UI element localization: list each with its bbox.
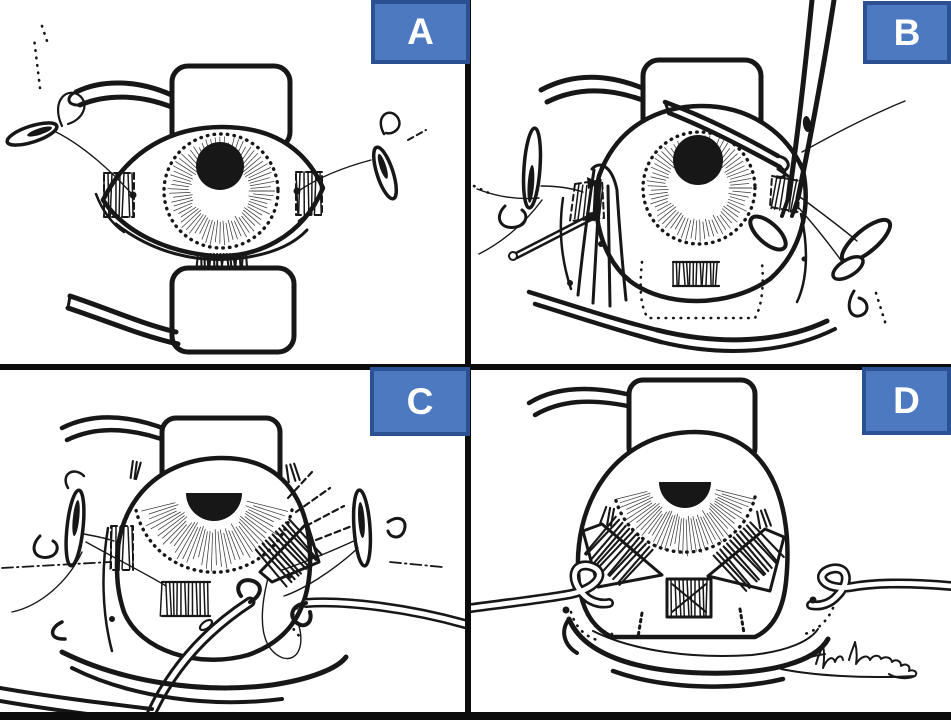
medial-rectus-insertion <box>103 172 137 218</box>
panel-label-a: A <box>371 0 470 64</box>
panel-label-a-text: A <box>407 11 434 52</box>
eyeball <box>559 103 808 304</box>
eyeball <box>575 429 790 640</box>
medial-rectus-stump <box>109 525 134 622</box>
panel-d-illustration <box>466 377 951 689</box>
tucked-muscle-hatch <box>159 580 212 618</box>
suture-needle-right <box>299 111 427 201</box>
pupil <box>659 482 711 508</box>
panel-label-d-text: D <box>893 380 920 421</box>
panel-b-illustration <box>472 0 906 353</box>
detached-muscle-fan <box>576 163 628 308</box>
muscle-hook-right <box>803 563 951 636</box>
iris-striations <box>614 489 756 557</box>
lateral-rectus-insertion <box>293 171 323 216</box>
panel-label-c: C <box>370 367 470 436</box>
panel-label-d: D <box>862 367 951 435</box>
pupil <box>186 493 242 521</box>
lower-eyelid-speculum <box>65 265 297 355</box>
muscle-hook-left <box>466 560 614 642</box>
panel-c <box>0 370 470 720</box>
limbus-dotted-arc <box>134 508 294 574</box>
pupil <box>196 142 244 190</box>
horizontal-divider <box>0 364 951 370</box>
panel-c-illustration <box>0 415 470 720</box>
panel-d <box>466 370 951 712</box>
superior-insertion-marks-right <box>285 462 301 484</box>
suture-needle-left <box>472 126 595 261</box>
suture-needle-left <box>5 36 132 194</box>
iris-striations <box>646 134 753 242</box>
muscle-hook-lower-right <box>286 573 470 639</box>
panel-b <box>471 0 951 364</box>
inferior-limbal-marks <box>195 252 249 269</box>
suture-needle-right <box>797 100 906 327</box>
scleral-hatch-patch <box>671 260 721 288</box>
reattached-muscle-right <box>706 521 786 593</box>
panel-a <box>0 0 465 364</box>
vertical-divider <box>465 0 471 712</box>
panel-label-c-text: C <box>406 380 434 422</box>
limbus-dotted-ring <box>162 132 280 250</box>
tucked-muscle-hatch <box>665 577 713 619</box>
superior-insertion-marks-right <box>756 508 772 530</box>
suture-needle-left <box>1 470 167 613</box>
limbus-dotted-ring <box>641 130 757 246</box>
artist-signature <box>780 641 918 680</box>
panel-label-b: B <box>863 1 951 64</box>
superior-insertion-marks-left <box>129 459 142 481</box>
iris-striations <box>141 500 289 572</box>
lateral-rectus-stump <box>769 167 802 214</box>
bottom-border <box>0 712 951 720</box>
scissors-vertical <box>780 0 837 218</box>
panel-label-b-text: B <box>893 11 921 53</box>
lower-eyelid-speculum <box>526 289 837 353</box>
panel-a-illustration <box>5 24 427 355</box>
limbus-dotted-arc <box>613 495 757 554</box>
pupil <box>673 135 723 185</box>
muscle-hook-tip <box>748 214 788 252</box>
suture-needle-right <box>261 488 443 660</box>
buckle-dotted-outline <box>639 260 765 320</box>
eyeball <box>102 455 313 662</box>
